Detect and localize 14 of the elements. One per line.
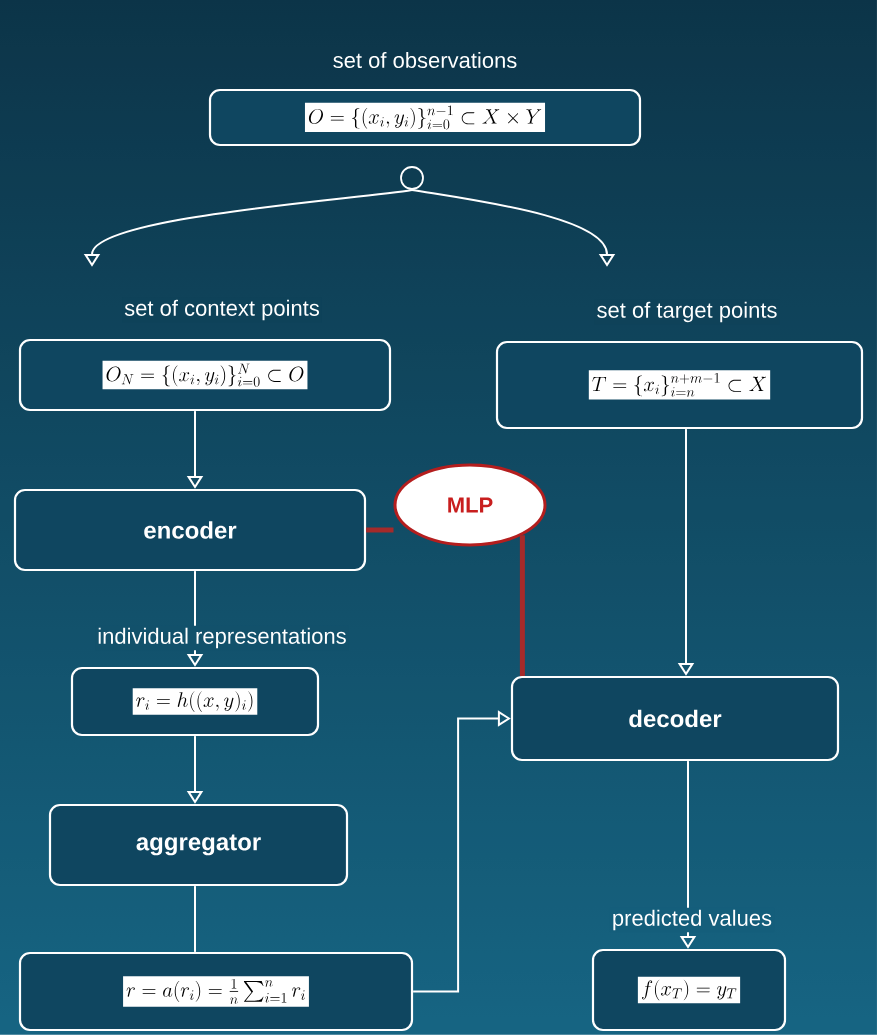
heading: individual representations <box>95 625 349 651</box>
heading: predicted values <box>609 907 775 933</box>
process-box: $r_i = h((x,y)_i)$ <box>70 666 320 737</box>
process-box: encoder <box>13 488 367 572</box>
process-box: $f(x_T) = y_T$ <box>591 948 787 1032</box>
heading: set of context points <box>122 297 322 323</box>
process-box: $O_N = \{(x_i, y_i)\}_{i=0}^{N} \subset O$ <box>18 338 392 412</box>
process-box: $r = a(r_i) = \frac{1}{n}\sum_{i=1}^{n} r_i$ <box>18 951 414 1032</box>
split-circle <box>400 166 424 190</box>
process-box: $O = \{(x_i, y_i)\}_{i=0}^{n-1} \subset X \times Y$ <box>208 88 642 147</box>
process-box: $T = \{x_i\}_{i=n}^{n+m-1} \subset X$ <box>495 340 864 430</box>
process-box: decoder <box>510 675 840 762</box>
process-box: aggregator <box>48 803 349 887</box>
heading: set of target points <box>594 299 780 325</box>
